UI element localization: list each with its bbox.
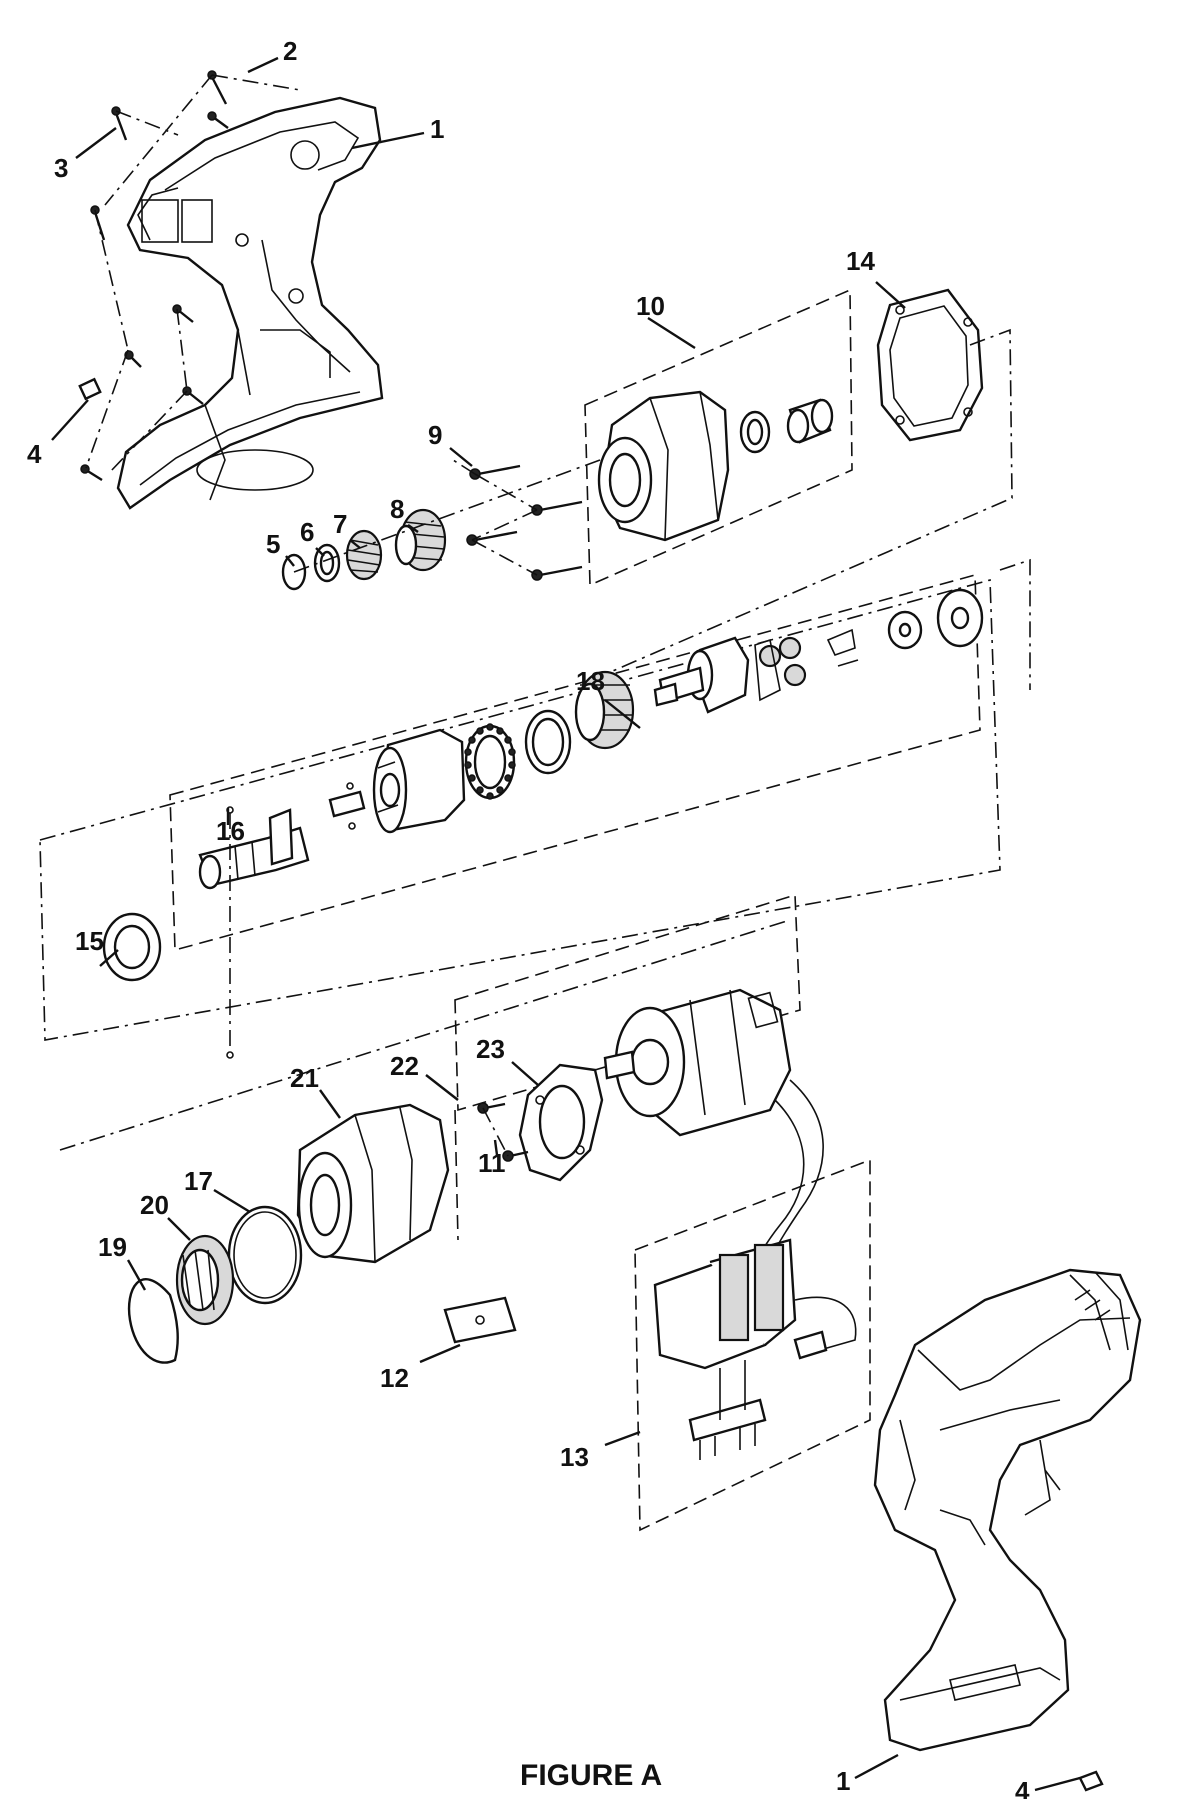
hammer-anvil-assembly-illustration [39,558,1031,1059]
callout-17: 17 [184,1166,213,1196]
switch-assembly-illustration [634,1158,871,1532]
clip-4-top [78,377,102,401]
callout-8: 8 [390,494,404,524]
callout-7: 7 [333,509,347,539]
callout-1-bottom: 1 [836,1766,850,1796]
clip-4-bottom [1078,1770,1104,1792]
callout-labels: 1 2 3 4 5 6 7 8 9 10 14 18 16 15 23 22 2… [27,36,1030,1799]
callout-15: 15 [75,926,104,956]
callout-3: 3 [54,153,68,183]
front-parts-illustration [127,1103,517,1364]
callout-12: 12 [380,1363,409,1393]
springs-rings-illustration [281,459,601,591]
callout-9: 9 [428,420,442,450]
callout-16: 16 [216,816,245,846]
callout-4-bottom: 4 [1015,1776,1030,1799]
callout-4: 4 [27,439,42,469]
callout-11: 11 [478,1148,506,1178]
callout-23: 23 [476,1034,505,1064]
motor-assembly-illustration [59,893,824,1301]
callout-13: 13 [560,1442,589,1472]
gear-case-assembly-illustration [584,288,853,587]
callout-21: 21 [290,1063,319,1093]
callout-5: 5 [266,529,280,559]
figure-caption: FIGURE A [520,1759,662,1792]
assembled-tool-illustration [873,1268,1142,1752]
callout-22: 22 [390,1051,419,1081]
callout-20: 20 [140,1190,169,1220]
bolts-9-illustration [449,457,583,581]
callout-10: 10 [636,291,665,321]
callout-19: 19 [98,1232,127,1262]
gasket-14-illustration [876,288,984,442]
callout-6: 6 [300,517,314,547]
callout-2: 2 [283,36,297,66]
housing-half-illustration [116,96,384,510]
callout-18: 18 [576,666,605,696]
housing-screws-illustration [78,70,301,482]
callout-1: 1 [430,114,444,144]
leader-lines [51,56,1081,1792]
callout-14: 14 [846,246,875,276]
